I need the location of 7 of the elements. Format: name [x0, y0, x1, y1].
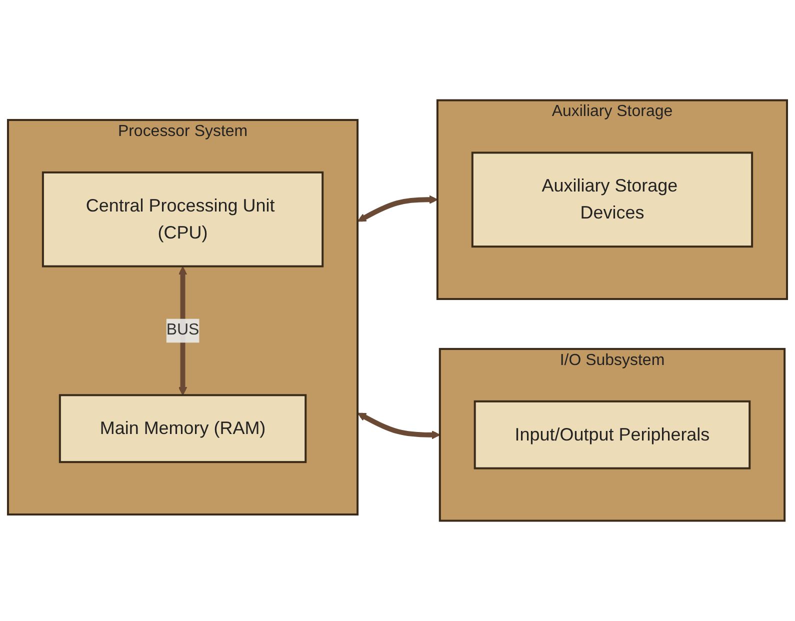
arrow	[358, 412, 440, 440]
node-box: Main Memory (RAM)	[58, 394, 307, 464]
arrow	[358, 195, 438, 222]
node-box: Central Processing Unit (CPU)	[42, 171, 324, 268]
edge-label: BUS	[166, 322, 200, 339]
node-box: Input/Output Peripherals	[474, 400, 751, 470]
node-box: Auxiliary Storage Devices	[471, 152, 754, 248]
